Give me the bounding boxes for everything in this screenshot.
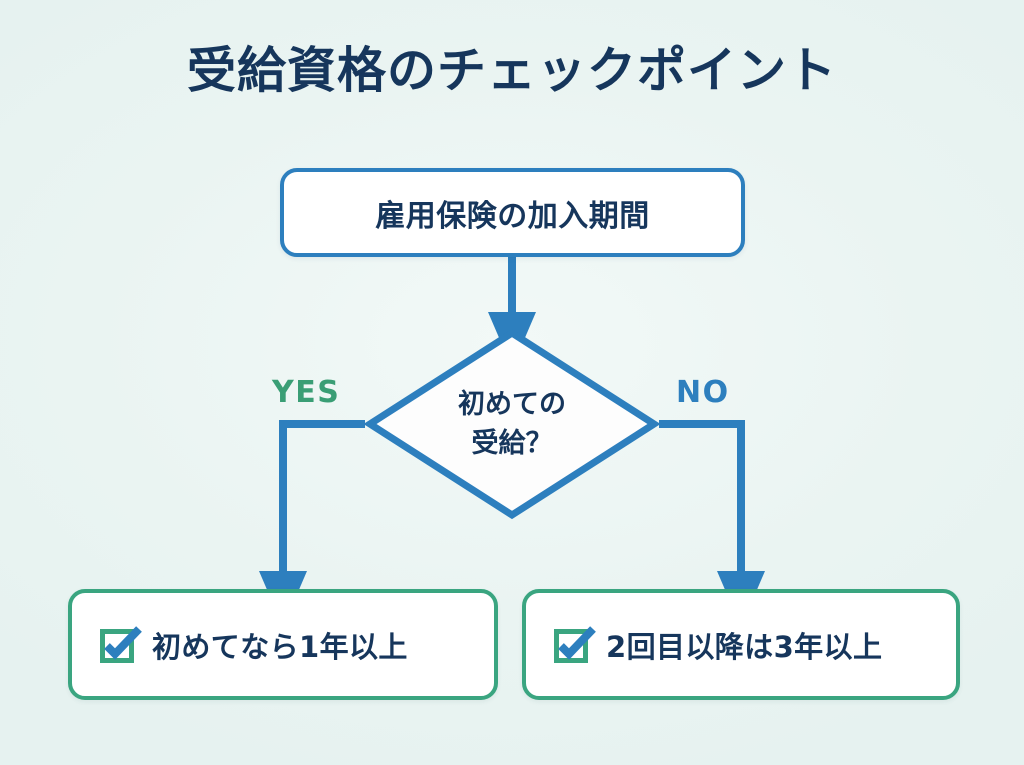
result-box-first-time[interactable]: 初めてなら1年以上 [68, 589, 498, 700]
page-title: 受給資格のチェックポイント [0, 42, 1024, 100]
decision-diamond-shape [365, 328, 659, 520]
checkbox-checked-icon [554, 625, 596, 663]
result-box-repeat[interactable]: 2回目以降は3年以上 [522, 589, 960, 700]
connector-yes-branch [259, 420, 365, 627]
branch-label-yes: YES [272, 375, 341, 410]
process-box-label: 雇用保険の加入期間 [375, 198, 650, 234]
page-title-text: 受給資格のチェックポイント [186, 42, 837, 99]
decision-diamond-first-time[interactable]: 初めての 受給？ [365, 328, 659, 520]
checkbox-checked-icon [100, 625, 142, 663]
connector-no-branch [659, 420, 765, 627]
result-box-label: 初めてなら1年以上 [152, 629, 408, 664]
result-box-label: 2回目以降は3年以上 [606, 629, 883, 664]
branch-label-no: NO [676, 375, 730, 410]
process-box-insurance-period[interactable]: 雇用保険の加入期間 [280, 168, 745, 257]
